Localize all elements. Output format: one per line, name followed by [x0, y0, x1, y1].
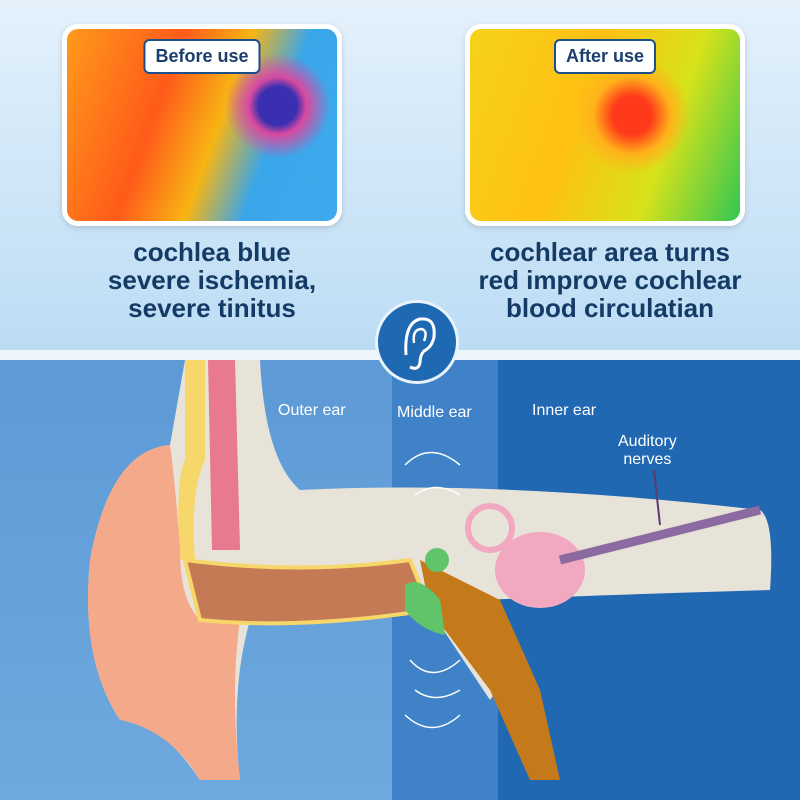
after-caption: cochlear area turns red improve cochlear… — [440, 238, 780, 322]
caption-line: severe tinitus — [128, 293, 296, 323]
sound-waves — [404, 451, 461, 729]
label-line: nerves — [623, 451, 672, 468]
caption-line: cochlear area turns — [490, 237, 730, 267]
ear-anatomy-diagram — [88, 360, 772, 780]
label-line: Auditory — [618, 433, 677, 450]
after-use-tag: After use — [553, 39, 657, 74]
thermal-image-after: After use — [465, 24, 745, 226]
caption-line: red improve cochlear — [478, 265, 742, 295]
auditory-nerves-label: Auditory nerves — [618, 433, 677, 469]
caption-line: severe ischemia, — [107, 265, 317, 295]
outer-ear-label: Outer ear — [278, 402, 346, 419]
inner-ear-label: Inner ear — [532, 402, 597, 419]
ear-icon — [375, 300, 459, 384]
middle-ear-label: Middle ear — [397, 404, 472, 421]
before-caption: cochlea blue severe ischemia, severe tin… — [62, 238, 362, 322]
thermal-image-before: Before use — [62, 24, 342, 226]
before-use-tag: Before use — [143, 39, 261, 74]
caption-line: cochlea blue — [133, 237, 291, 267]
caption-line: blood circulatian — [505, 293, 715, 323]
